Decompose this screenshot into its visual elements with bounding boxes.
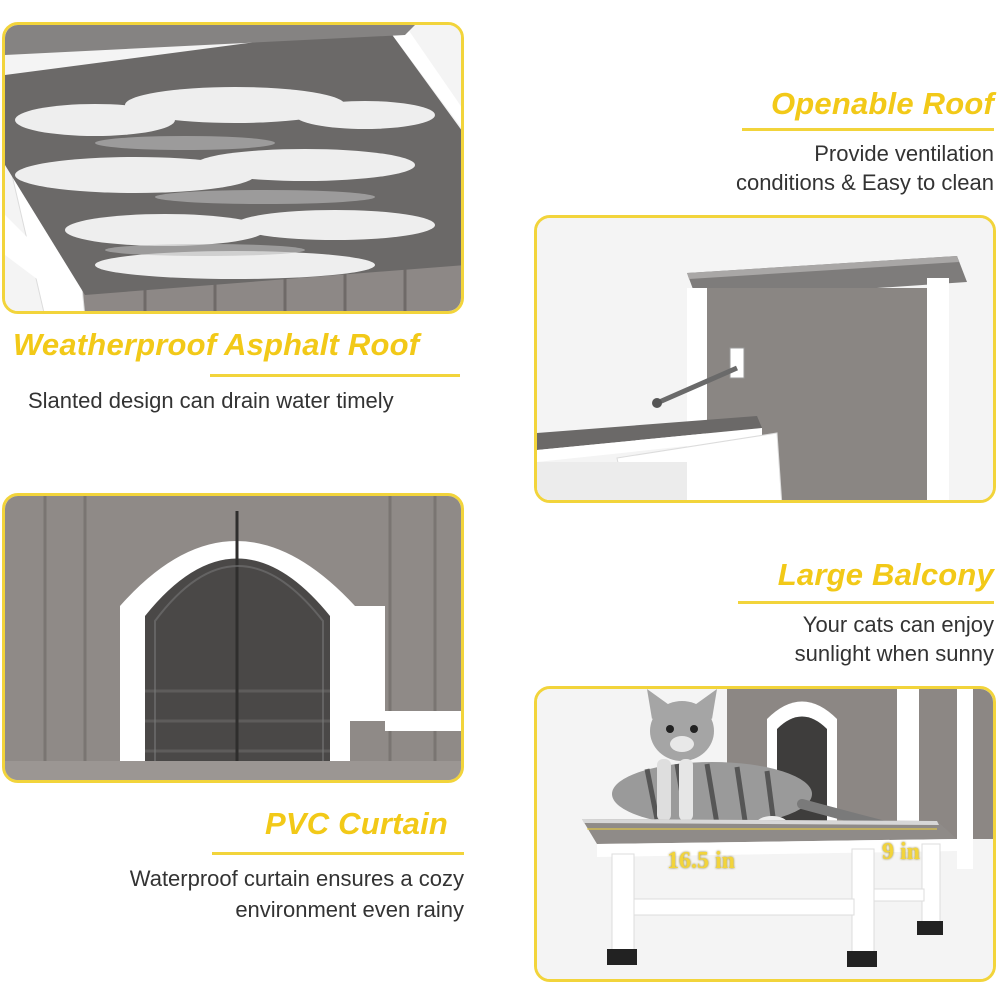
asphalt-roof-heading: Weatherproof Asphalt Roof bbox=[13, 327, 420, 362]
openable-roof-underline bbox=[742, 128, 994, 131]
openable-roof-description-line-1: Provide ventilation bbox=[814, 141, 994, 166]
pvc-curtain-underline bbox=[212, 852, 464, 855]
asphalt-roof-underline bbox=[210, 374, 460, 377]
roof-photo-panel bbox=[2, 22, 464, 314]
openable-roof-heading: Openable Roof bbox=[770, 86, 994, 121]
large-balcony-underline bbox=[738, 601, 994, 604]
large-balcony-description-line-2: sunlight when sunny bbox=[794, 641, 994, 666]
pvc-curtain-photo-panel bbox=[2, 493, 464, 783]
balcony-width-label: 9 in bbox=[882, 839, 921, 865]
balcony-photo-panel bbox=[534, 686, 996, 982]
openable-roof-description-line-2: conditions & Easy to clean bbox=[735, 170, 994, 195]
asphalt-roof-description: Slanted design can drain water timely bbox=[28, 388, 394, 413]
balcony-illustration bbox=[537, 689, 993, 979]
pvc-curtain-heading: PVC Curtain bbox=[265, 806, 449, 841]
asphalt-roof-illustration bbox=[5, 25, 461, 311]
openable-roof-illustration bbox=[537, 218, 993, 500]
large-balcony-heading: Large Balcony bbox=[777, 557, 994, 592]
pvc-curtain-illustration bbox=[5, 496, 461, 780]
pvc-curtain-description-line-2: environment even rainy bbox=[235, 897, 464, 922]
large-balcony-description-line-1: Your cats can enjoy bbox=[802, 612, 994, 637]
pvc-curtain-description-line-1: Waterproof curtain ensures a cozy bbox=[129, 866, 464, 891]
balcony-length-label: 16.5 in bbox=[667, 848, 736, 874]
openable-roof-photo-panel bbox=[534, 215, 996, 503]
